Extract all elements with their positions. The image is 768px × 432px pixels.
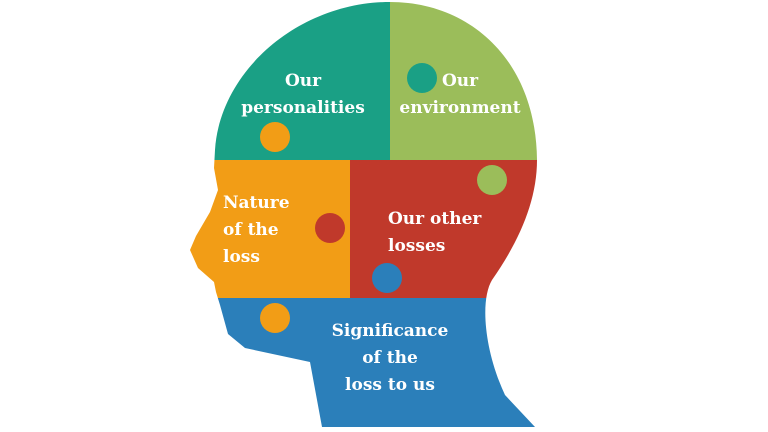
- label-line: Our: [285, 71, 322, 91]
- piece-nature: [190, 160, 350, 298]
- piece-other-losses: [350, 160, 537, 298]
- tab-nature-down: [260, 303, 290, 333]
- label-line: environment: [399, 98, 520, 118]
- tab-personalities: [407, 63, 437, 93]
- label-significance: Significance of the loss to us: [332, 321, 449, 395]
- label-line: Our other: [388, 209, 482, 229]
- tab-nature-up: [260, 122, 290, 152]
- label-nature: Nature of the loss: [223, 193, 290, 267]
- label-line: of the: [223, 220, 279, 240]
- label-personalities: Our personalities: [241, 71, 365, 118]
- label-line: personalities: [241, 98, 365, 118]
- label-line: losses: [388, 236, 445, 256]
- tab-significance: [372, 263, 402, 293]
- tab-environment: [477, 165, 507, 195]
- label-other-losses: Our other losses: [388, 209, 482, 256]
- label-line: of the: [362, 348, 418, 368]
- label-line: Significance: [332, 321, 449, 341]
- label-line: Nature: [223, 193, 290, 213]
- label-environment: Our environment: [399, 71, 520, 118]
- label-line: loss: [223, 247, 260, 267]
- label-line: Our: [442, 71, 479, 91]
- label-line: loss to us: [345, 375, 435, 395]
- piece-personalities: [190, 2, 390, 160]
- tab-other-losses: [315, 213, 345, 243]
